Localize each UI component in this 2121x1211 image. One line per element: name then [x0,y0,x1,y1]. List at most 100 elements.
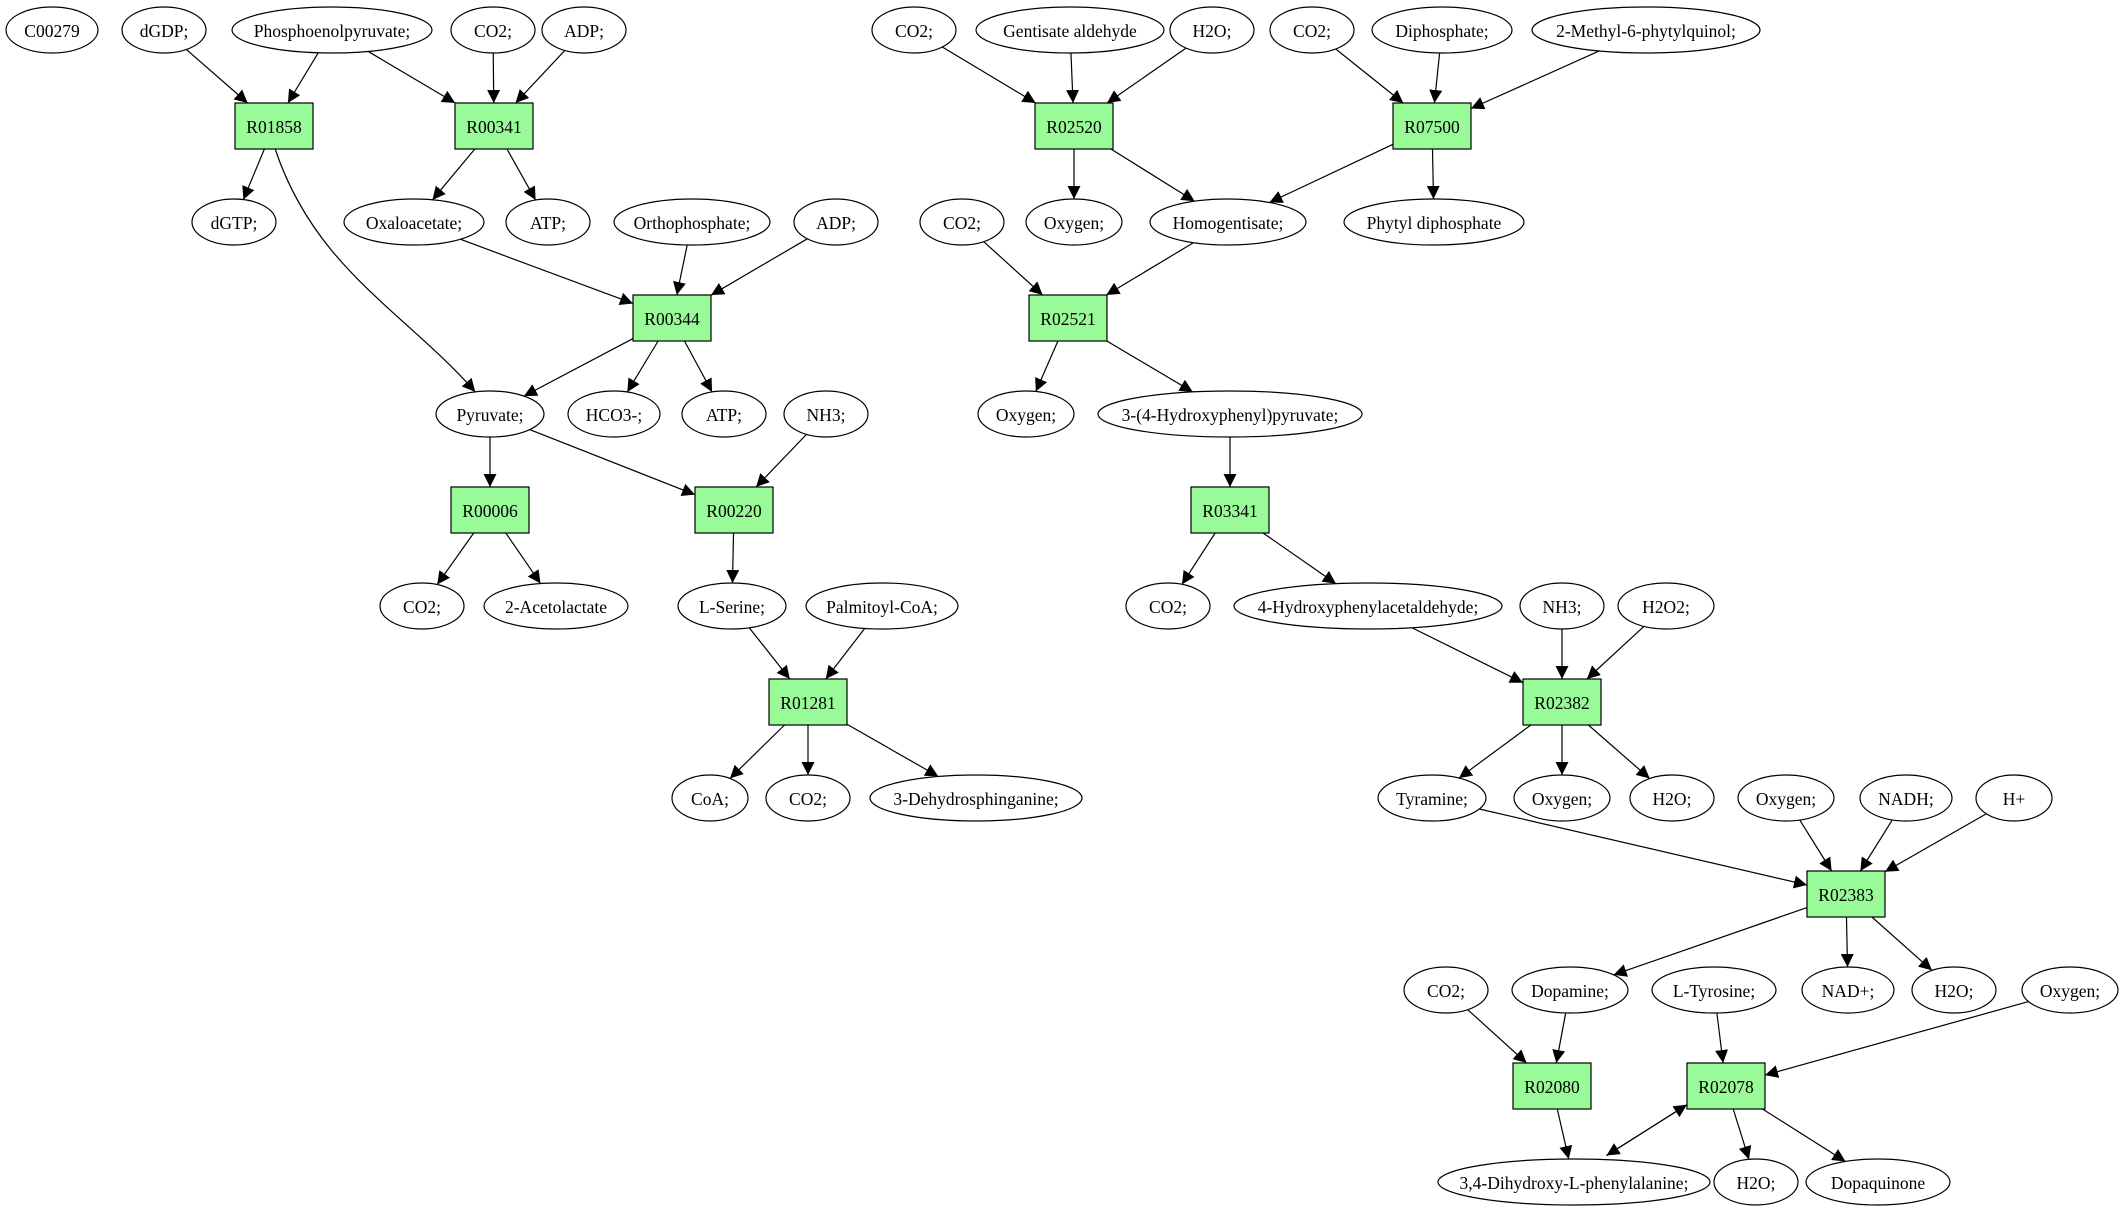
edge-ltyrosine-to-r02078 [1715,1012,1728,1064]
edge-r01858-to-dgtp [242,148,265,200]
compound-node-palmitoylcoa[interactable]: Palmitoyl-CoA; [805,582,959,630]
edge-r02078-to-ldopa [1606,1104,1688,1157]
compound-node-oxygen_e[interactable]: Oxygen; [2021,966,2119,1014]
compound-node-h2o_a[interactable]: H2O; [1169,6,1255,54]
reaction-node-r00341[interactable]: R00341 [454,102,534,150]
compound-node-adp_b[interactable]: ADP; [793,198,879,246]
compound-node-co2_f[interactable]: CO2; [919,198,1005,246]
reaction-node-r02080[interactable]: R02080 [1512,1062,1592,1110]
compound-node-hpacetaldehyde[interactable]: 4-Hydroxyphenylacetaldehyde; [1233,582,1503,630]
compound-node-nh3_a[interactable]: NH3; [783,390,869,438]
reaction-node-r00220[interactable]: R00220 [694,486,774,534]
compound-label: CO2; [789,789,827,809]
reaction-node-r03341[interactable]: R03341 [1190,486,1270,534]
compound-node-oxygen_a[interactable]: Oxygen; [1025,198,1123,246]
compound-node-pyruvate[interactable]: Pyruvate; [435,390,545,438]
reaction-node-r02520[interactable]: R02520 [1034,102,1114,150]
reaction-box [1686,1062,1766,1110]
compound-node-pep[interactable]: Phosphoenolpyruvate; [231,6,433,54]
compound-ellipse [975,6,1165,54]
compound-node-h2o_c[interactable]: H2O; [1911,966,1997,1014]
reaction-label: R02080 [1524,1077,1580,1097]
compound-node-dgtp[interactable]: dGTP; [191,198,277,246]
compound-node-homogentisate[interactable]: Homogentisate; [1149,198,1307,246]
compound-node-adp_a[interactable]: ADP; [541,6,627,54]
reaction-label: R07500 [1404,117,1460,137]
compound-node-co2_b[interactable]: CO2; [379,582,465,630]
compound-node-hco3[interactable]: HCO3-; [567,390,661,438]
compound-node-acetolactate[interactable]: 2-Acetolactate [483,582,629,630]
compound-node-co2_e[interactable]: CO2; [1269,6,1355,54]
reaction-node-r02383[interactable]: R02383 [1806,870,1886,918]
reaction-node-r07500[interactable]: R07500 [1392,102,1472,150]
reaction-label: R02521 [1040,309,1095,329]
compound-node-dgdp[interactable]: dGDP; [121,6,207,54]
reaction-label: R02382 [1534,693,1589,713]
edge-r00341-to-atp_a [506,148,537,201]
compound-ellipse [1617,582,1715,630]
edge-r03341-to-co2_g [1181,532,1216,585]
reaction-node-r01858[interactable]: R01858 [234,102,314,150]
reaction-node-r02078[interactable]: R02078 [1686,1062,1766,1110]
compound-node-dopamine[interactable]: Dopamine; [1511,966,1629,1014]
compound-node-tyramine[interactable]: Tyramine; [1377,774,1487,822]
compound-node-oxaloacetate[interactable]: Oxaloacetate; [343,198,485,246]
edge-r03341-to-hpacetaldehyde [1262,532,1337,585]
reaction-node-r00344[interactable]: R00344 [632,294,712,342]
compound-label: Phytyl diphosphate [1367,213,1502,233]
compound-ellipse [1651,966,1777,1014]
compound-node-gentisate_aldehyde[interactable]: Gentisate aldehyde [975,6,1165,54]
compound-label: 3-Dehydrosphinganine; [893,789,1058,809]
reaction-node-r02521[interactable]: R02521 [1028,294,1108,342]
edge-tyramine-to-r02383 [1479,808,1808,889]
compound-node-hplus[interactable]: H+ [1975,774,2053,822]
reaction-label: R00220 [706,501,762,521]
compound-node-phytyl_diphosphate[interactable]: Phytyl diphosphate [1343,198,1525,246]
compound-node-dehydrosphinganine[interactable]: 3-Dehydrosphinganine; [869,774,1083,822]
reaction-box [1034,102,1114,150]
reaction-node-r01281[interactable]: R01281 [768,678,848,726]
compound-node-ldopa[interactable]: 3,4-Dihydroxy-L-phenylalanine; [1437,1158,1711,1206]
compound-node-nh3_b[interactable]: NH3; [1519,582,1605,630]
compound-node-coa[interactable]: CoA; [671,774,749,822]
reaction-label: R00006 [462,501,518,521]
compound-node-lserine[interactable]: L-Serine; [677,582,787,630]
compound-node-oxygen_d[interactable]: Oxygen; [1737,774,1835,822]
compound-label: Gentisate aldehyde [1003,21,1137,41]
edge-r02382-to-h2o_b [1587,724,1651,779]
reaction-label: R01281 [780,693,835,713]
compound-ellipse [483,582,629,630]
compound-node-ltyrosine[interactable]: L-Tyrosine; [1651,966,1777,1014]
compound-label: NADH; [1878,789,1933,809]
compound-node-co2_c[interactable]: CO2; [765,774,851,822]
compound-node-c00279[interactable]: C00279 [5,6,99,54]
compound-node-h2o2[interactable]: H2O2; [1617,582,1715,630]
compound-node-dopaquinone[interactable]: Dopaquinone [1805,1158,1951,1206]
compound-ellipse [1025,198,1123,246]
compound-node-co2_h[interactable]: CO2; [1403,966,1489,1014]
edge-r02520-to-homogentisate [1110,148,1195,202]
compound-node-atp_a[interactable]: ATP; [505,198,591,246]
reaction-node-r02382[interactable]: R02382 [1522,678,1602,726]
compound-label: 3,4-Dihydroxy-L-phenylalanine; [1460,1173,1689,1193]
compound-node-nadh[interactable]: NADH; [1859,774,1953,822]
compound-node-diphosphate[interactable]: Diphosphate; [1371,6,1513,54]
compound-node-h2o_d[interactable]: H2O; [1713,1158,1799,1206]
reaction-node-r00006[interactable]: R00006 [450,486,530,534]
compound-node-co2_g[interactable]: CO2; [1125,582,1211,630]
compound-node-co2_d[interactable]: CO2; [871,6,957,54]
reaction-box [1028,294,1108,342]
compound-node-co2_a[interactable]: CO2; [450,6,536,54]
edge-r02521-to-hppyruvate [1106,340,1194,393]
compound-node-nadplus[interactable]: NAD+; [1801,966,1895,1014]
compound-node-atp_b[interactable]: ATP; [681,390,767,438]
compound-node-oxygen_b[interactable]: Oxygen; [977,390,1075,438]
compound-node-oxygen_c[interactable]: Oxygen; [1513,774,1611,822]
reaction-label: R01858 [246,117,302,137]
compound-node-hppyruvate[interactable]: 3-(4-Hydroxyphenyl)pyruvate; [1097,390,1363,438]
compound-label: Palmitoyl-CoA; [826,597,938,617]
compound-node-h2o_b[interactable]: H2O; [1629,774,1715,822]
compound-node-orthophosphate[interactable]: Orthophosphate; [613,198,771,246]
compound-node-methylphytylquinol[interactable]: 2-Methyl-6-phytylquinol; [1531,6,1761,54]
edge-dgdp-to-r01858 [185,49,249,104]
